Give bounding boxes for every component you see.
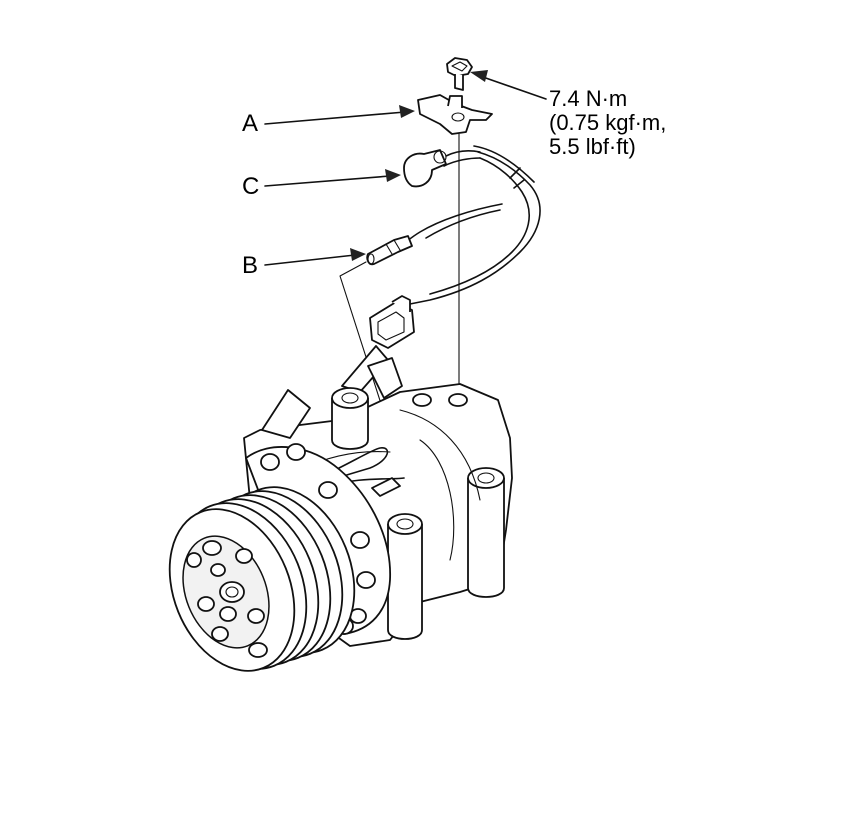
leader-arrow-b: [350, 248, 366, 261]
torque-spec: 7.4 N·m (0.75 kgf·m, 5.5 lbf·ft): [549, 87, 666, 159]
callout-a: A: [242, 110, 259, 137]
pulley: [168, 486, 356, 672]
mount-boss-right: [467, 467, 505, 598]
clutch-bolts: [186, 540, 268, 658]
torque-line-1: 7.4 N·m: [549, 86, 628, 111]
leader-arrow-a: [399, 105, 415, 118]
leader-arrow-torque: [470, 70, 488, 82]
mount-boss-top: [331, 387, 369, 450]
leader-line-b: [264, 254, 356, 266]
leader-line-torque: [479, 75, 547, 100]
leader-line-c: [264, 175, 391, 187]
leader-line-a: [264, 111, 406, 125]
callout-c: C: [242, 173, 260, 200]
callout-b: B: [242, 252, 259, 279]
leader-arrow-c: [385, 169, 401, 182]
leader-lines: [264, 70, 547, 266]
sensor-b: [366, 235, 413, 266]
mount-boss-bottom: [387, 513, 423, 640]
torque-line-2: (0.75 kgf·m,: [549, 110, 667, 135]
bolt: [446, 57, 473, 91]
connector: [369, 295, 415, 349]
bracket-a: [417, 94, 493, 135]
torque-line-3: 5.5 lbf·ft): [549, 134, 636, 159]
sensor-c: [403, 149, 481, 188]
